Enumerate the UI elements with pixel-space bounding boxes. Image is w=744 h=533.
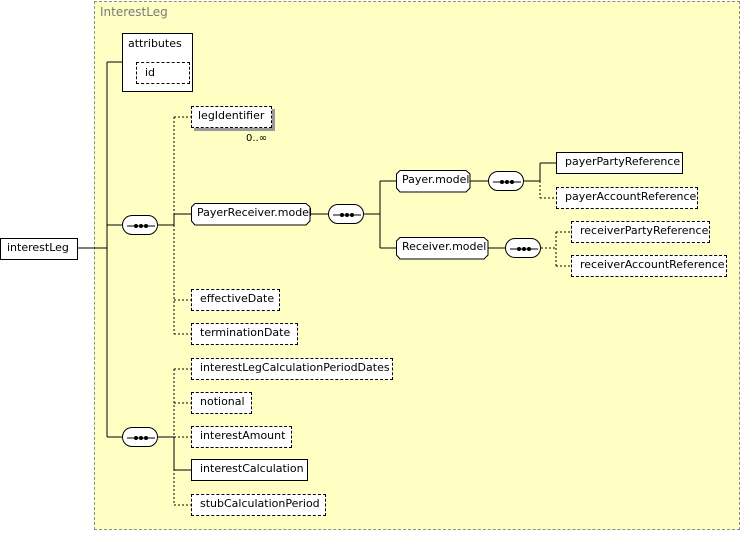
element-receiver-party-reference[interactable]: receiverPartyReference [571, 221, 710, 243]
sequence-compositor-icon[interactable] [328, 204, 364, 224]
receiver-account-reference-label: receiverAccountReference [580, 258, 725, 271]
effective-date-label: effectiveDate [200, 292, 275, 305]
interest-amount-label: interestAmount [200, 429, 286, 442]
element-effective-date[interactable]: effectiveDate [191, 289, 280, 311]
interest-calculation-label: interestCalculation [200, 462, 304, 475]
payer-receiver-model-label: PayerReceiver.model [197, 206, 313, 219]
attributes-title: attributes [128, 37, 182, 50]
receiver-model-shape[interactable] [396, 237, 489, 260]
attributes-box[interactable]: attributes id [122, 33, 193, 92]
termination-date-label: terminationDate [200, 326, 291, 339]
payer-model-shape[interactable] [396, 170, 471, 193]
element-receiver-account-reference[interactable]: receiverAccountReference [571, 255, 727, 277]
receiver-model-label: Receiver.model [402, 240, 487, 253]
element-notional[interactable]: notional [191, 392, 252, 414]
element-payer-account-reference[interactable]: payerAccountReference [556, 187, 698, 209]
payer-receiver-model-shape[interactable] [191, 203, 311, 226]
sequence-compositor-icon[interactable] [488, 171, 524, 191]
calc-period-dates-label: interestLegCalculationPeriodDates [200, 361, 390, 374]
leg-identifier-label: legIdentifier [198, 109, 265, 122]
element-leg-identifier[interactable]: legIdentifier [191, 106, 272, 128]
root-element-label: interestLeg [7, 241, 69, 254]
payer-account-reference-label: payerAccountReference [565, 190, 697, 203]
leg-identifier-multiplicity: 0..∞ [246, 133, 268, 144]
element-stub-calculation-period[interactable]: stubCalculationPeriod [191, 494, 326, 516]
sequence-compositor-icon[interactable] [122, 215, 158, 235]
element-termination-date[interactable]: terminationDate [191, 323, 298, 345]
attribute-id-label: id [145, 66, 156, 79]
element-interest-calculation[interactable]: interestCalculation [191, 459, 308, 481]
root-element-node[interactable]: interestLeg [0, 238, 78, 260]
element-interest-amount[interactable]: interestAmount [191, 426, 292, 448]
payer-model-label: Payer.model [402, 173, 470, 186]
payer-party-reference-label: payerPartyReference [565, 155, 681, 168]
element-payer-party-reference[interactable]: payerPartyReference [556, 152, 683, 174]
type-name-label: InterestLeg [100, 5, 168, 19]
stub-calculation-period-label: stubCalculationPeriod [200, 497, 320, 510]
receiver-party-reference-label: receiverPartyReference [580, 224, 709, 237]
attribute-id[interactable]: id [136, 62, 190, 84]
sequence-compositor-icon[interactable] [122, 427, 158, 447]
element-interest-leg-calculation-period-dates[interactable]: interestLegCalculationPeriodDates [191, 358, 393, 380]
notional-label: notional [200, 395, 245, 408]
sequence-compositor-icon[interactable] [505, 238, 541, 258]
